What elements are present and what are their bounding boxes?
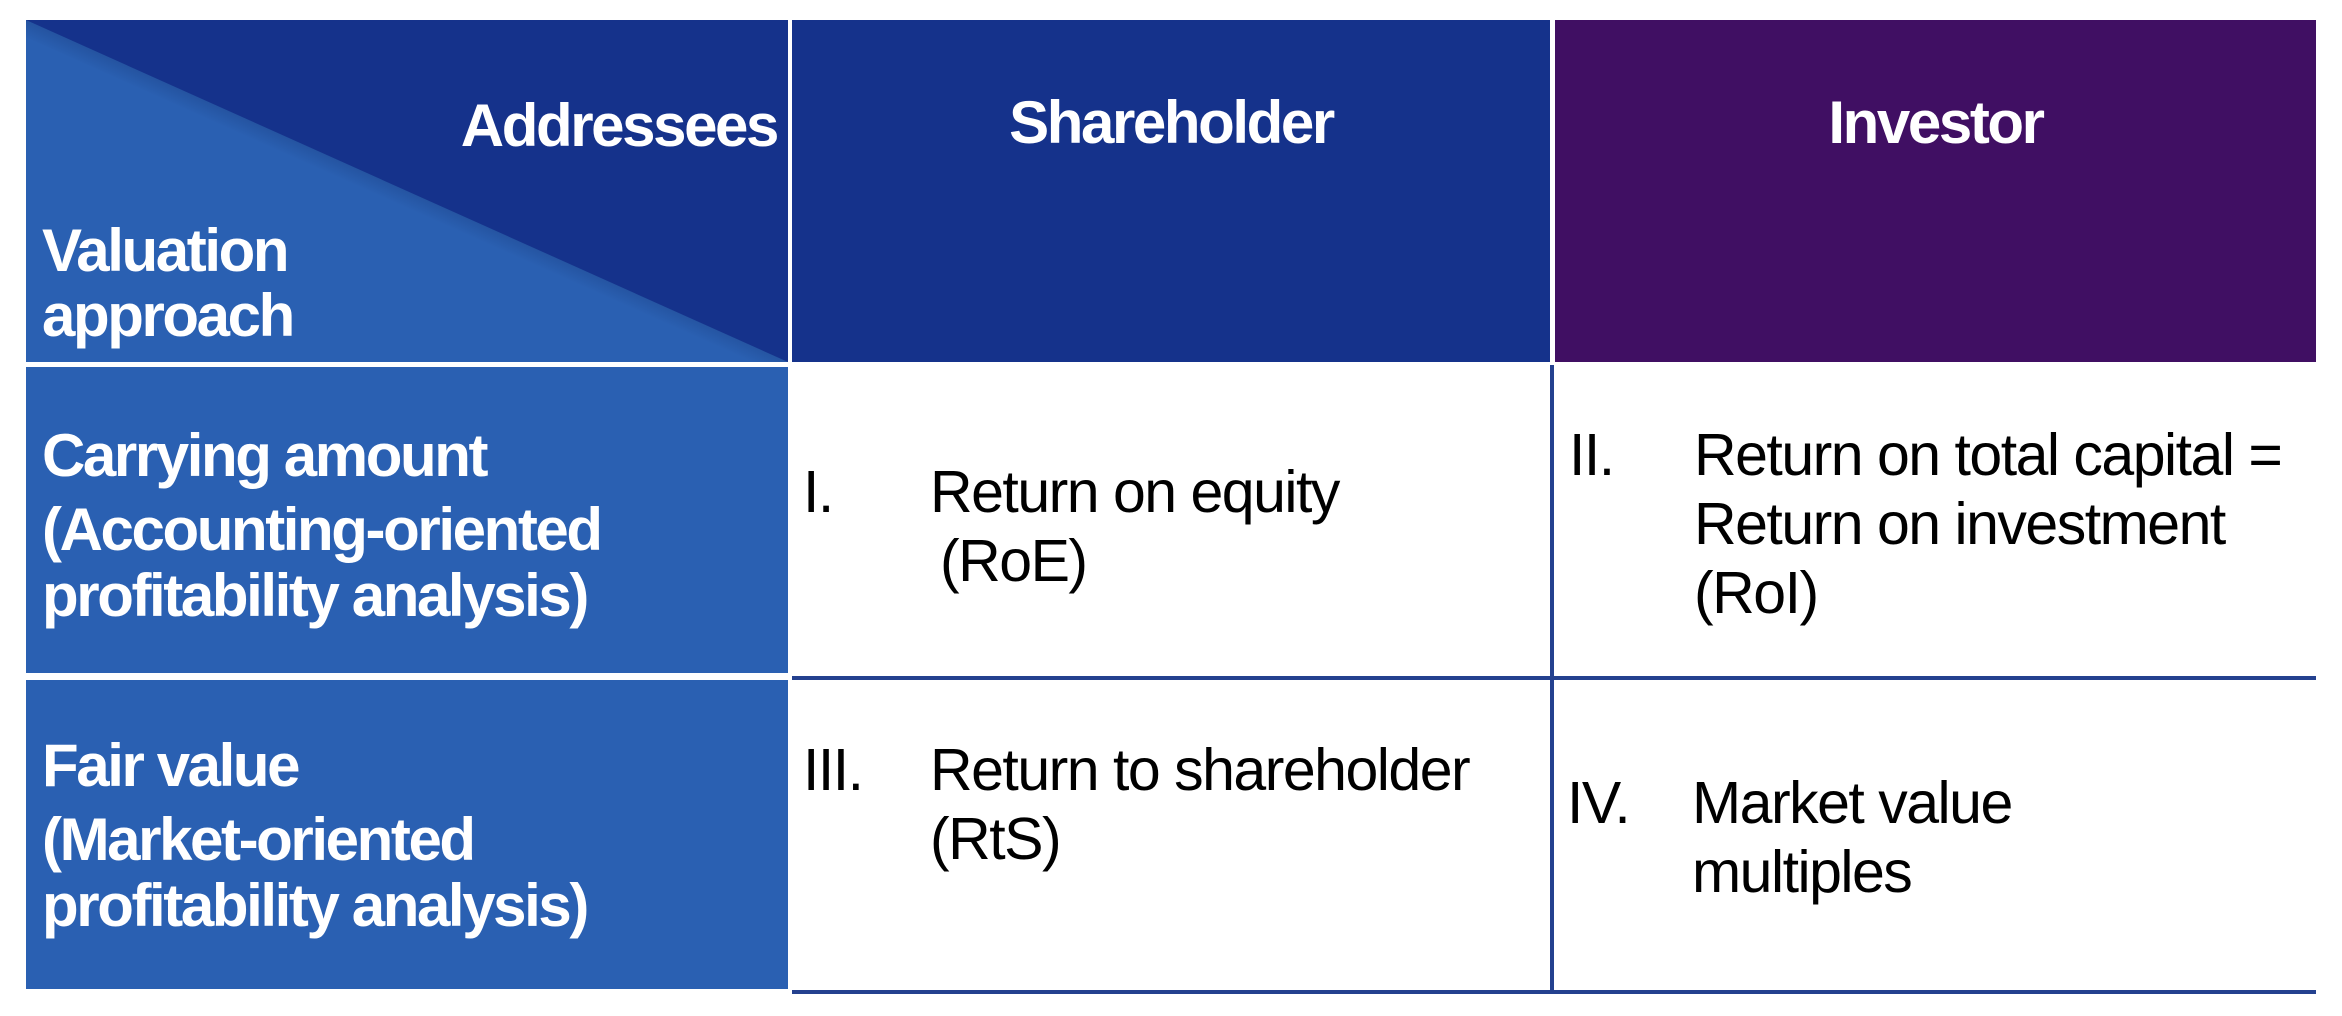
list-item-roe: I. Return on equity(RoE) — [803, 458, 1340, 596]
row-axis-line-2: approach — [42, 282, 295, 349]
divider-horizontal-mid — [792, 676, 2316, 680]
column-header-investor-label: Investor — [1828, 89, 2045, 156]
column-header-investor: Investor — [1555, 20, 2316, 362]
divider-horizontal-bottom — [792, 990, 2316, 994]
list-item-roe-text: Return on equity(RoE) — [930, 459, 1340, 594]
row-axis-line-1: Valuation — [42, 217, 290, 284]
diagonal-shadow — [26, 20, 788, 362]
list-item-rts: III. Return to shareholder(RtS) — [803, 736, 1471, 874]
col-axis-label: Addressees — [460, 92, 780, 159]
list-item-roi-text: Return on total capital =Return on inves… — [1694, 422, 2283, 626]
list-item-roi-marker: II. — [1569, 422, 1615, 488]
diagonal-split-graphic — [26, 20, 788, 362]
column-header-shareholder: Shareholder — [792, 20, 1550, 362]
list-item-rts-marker: III. — [803, 737, 864, 803]
list-item-roi: II. Return on total capital =Return on i… — [1569, 421, 2283, 628]
column-header-shareholder-label: Shareholder — [1009, 89, 1335, 156]
list-item-rts-text: Return to shareholder(RtS) — [930, 737, 1471, 872]
row-header-carrying-amount-title: Carrying amount — [42, 422, 488, 489]
list-item-roe-marker: I. — [803, 459, 834, 525]
list-item-mvm-marker: IV. — [1567, 770, 1631, 836]
row-header-fair-value-title: Fair value — [42, 732, 301, 799]
